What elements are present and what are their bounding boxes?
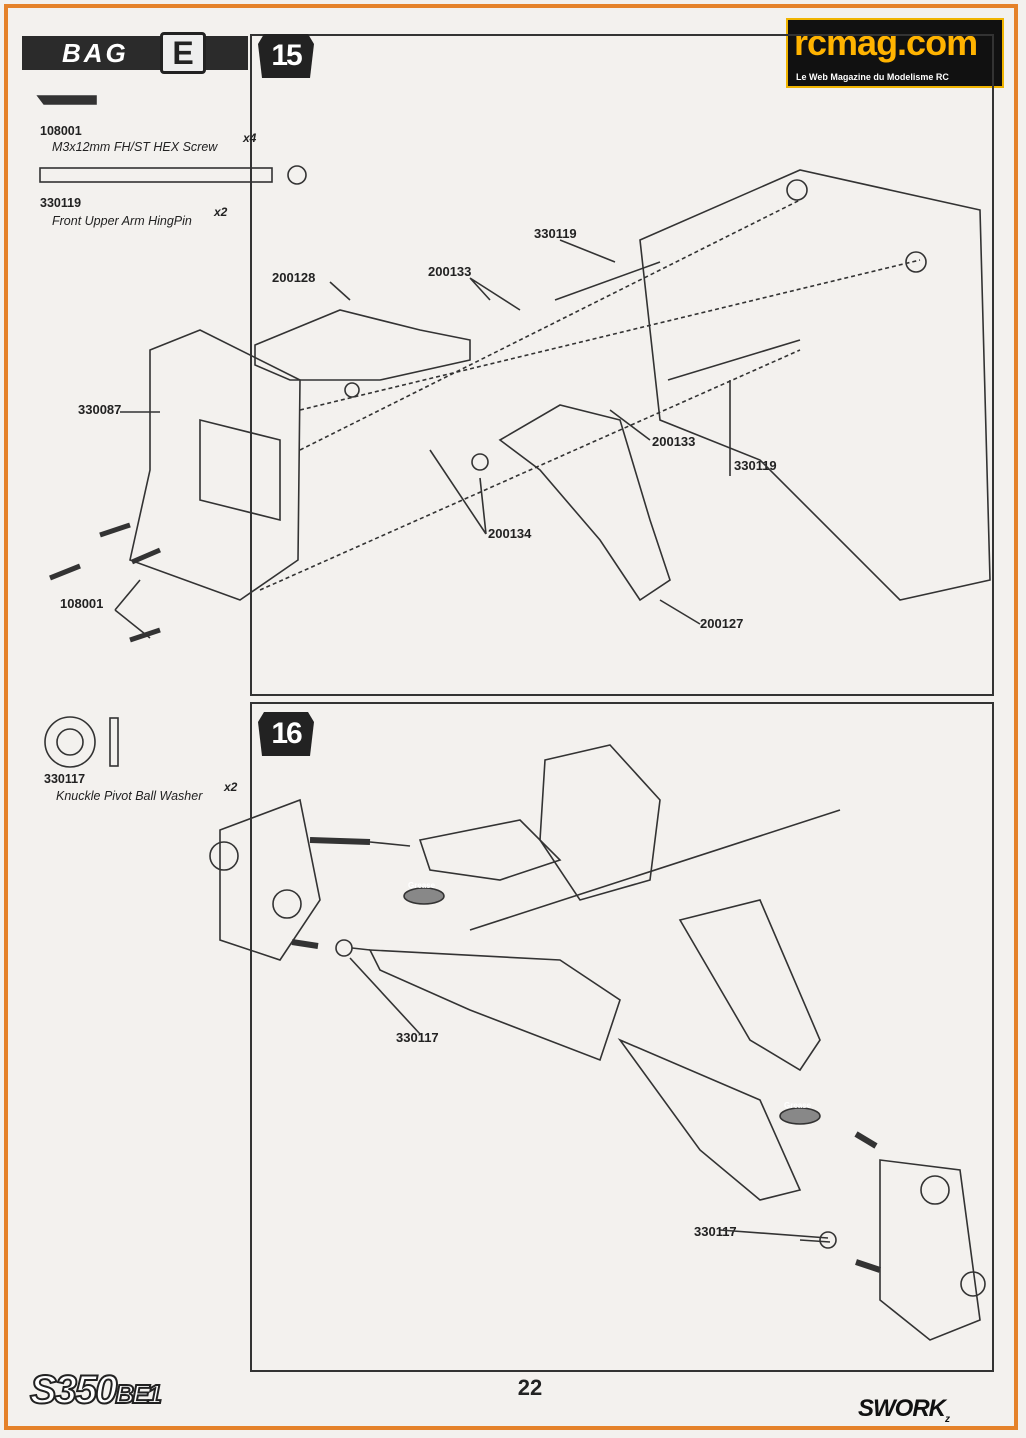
knuckle-bearing: [272, 889, 302, 919]
lower-arm-right: [617, 1038, 802, 1201]
maker-suffix: z: [945, 1413, 950, 1425]
step16-panel: [250, 702, 994, 1372]
legend-part-desc: Front Upper Arm HingPin: [52, 214, 192, 228]
leader-line: [719, 1229, 829, 1239]
bag-letter-badge: E: [160, 32, 206, 74]
legend-part-number: 108001: [40, 124, 82, 138]
assembly-arrow: [369, 841, 411, 847]
guide-line: [299, 259, 921, 411]
screw: [99, 522, 131, 538]
screw-glyph: [36, 95, 97, 105]
screw: [131, 547, 161, 565]
leader-line: [329, 281, 351, 301]
shock-tower: [129, 329, 301, 601]
leader-line: [609, 409, 651, 441]
guide-line: [259, 349, 801, 591]
leader-line: [559, 239, 616, 263]
washer-hole-glyph: [56, 728, 84, 756]
hinge-pin-glyph: [39, 167, 273, 183]
legend-part-desc: M3x12mm FH/ST HEX Screw: [52, 140, 218, 154]
ball-end: [905, 251, 927, 273]
page-border: [4, 4, 1018, 1430]
rcmag-logo: rcmag.com Le Web Magazine du Modelisme R…: [786, 18, 1004, 88]
grease-jar: [779, 1107, 821, 1125]
maker-logo: SWORKz: [858, 1395, 950, 1425]
step15-panel: [250, 34, 994, 696]
upper-arm: [254, 309, 471, 381]
upper-arm-right: [678, 899, 821, 1072]
lower-arm: [498, 404, 671, 602]
axle-hub: [209, 841, 239, 871]
rcmag-brand: rcmag.com: [794, 22, 978, 63]
model-version: BE1: [114, 1378, 163, 1410]
pivot-ball: [855, 1259, 881, 1273]
callout-330117: 330117: [396, 1030, 439, 1045]
bushing: [344, 382, 360, 398]
pivot-washer: [819, 1231, 837, 1249]
model-name: S350: [29, 1367, 118, 1413]
pivot-ball: [291, 939, 319, 949]
step15-number: 15: [271, 39, 302, 72]
callout-200133: 200133: [652, 434, 696, 449]
assembly-arrow: [351, 947, 371, 951]
step16-badge: 16: [258, 712, 314, 756]
callout-330119: 330119: [534, 226, 577, 241]
legend-part-qty: x2: [224, 780, 238, 794]
steering-knuckle-right: [879, 1159, 981, 1341]
legend-part-desc: Knuckle Pivot Ball Washer: [56, 789, 203, 803]
step16-number: 16: [271, 717, 302, 750]
hinge-pin-line: [667, 339, 801, 381]
callout-200127: 200127: [700, 616, 744, 631]
grease-jar: [403, 887, 445, 905]
axle-hub: [960, 1271, 986, 1297]
pivot-ball: [854, 1131, 878, 1149]
legend-part-qty: x2: [214, 205, 228, 219]
screw: [49, 563, 81, 581]
pin-end-glyph: [287, 165, 307, 185]
upper-arm-assembled: [418, 819, 562, 881]
bag-header-bar: [22, 36, 248, 70]
leader-line: [429, 449, 487, 535]
leader-line: [349, 957, 421, 1035]
step-badge-shape: [258, 712, 314, 756]
shock-tower-cutout: [199, 418, 281, 522]
bushing: [471, 453, 489, 471]
callout-330119: 330119: [734, 458, 777, 473]
leader-line: [469, 277, 521, 311]
bag-label: BAG: [62, 38, 129, 68]
grease-label: Grease: [408, 881, 436, 890]
legend-part-number: 330119: [40, 196, 82, 210]
maker-name: SWORK: [858, 1395, 946, 1422]
guide-line: [299, 199, 801, 451]
model-logo: S350BE1: [29, 1367, 163, 1413]
callout-200128: 200128: [272, 270, 316, 285]
callout-330087: 330087: [78, 402, 122, 417]
grease-label: Grease: [784, 1101, 812, 1110]
rcmag-tagline: Le Web Magazine du Modelisme RC: [796, 72, 949, 82]
steering-knuckle-left: [219, 798, 321, 961]
leader-line: [114, 579, 151, 639]
legend-part-number: 330117: [44, 772, 86, 786]
step-badge-shape: [258, 34, 314, 78]
ball-end: [786, 179, 808, 201]
pivot-ball: [309, 837, 371, 845]
washer-glyph: [44, 716, 96, 768]
shock-tower-front: [539, 744, 661, 901]
pivot-washer: [335, 939, 353, 957]
assembly-arrow: [799, 1239, 831, 1243]
page-number: 22: [517, 1375, 543, 1400]
step15-badge: 15: [258, 34, 314, 78]
callout-200134: 200134: [488, 526, 532, 541]
chassis-block: [639, 169, 991, 601]
callout-200133: 200133: [428, 264, 472, 279]
steering-rod: [469, 809, 841, 931]
legend-part-qty: x4: [243, 131, 257, 145]
leader-line: [659, 599, 701, 625]
callout-330117: 330117: [694, 1224, 737, 1239]
knuckle-bearing: [920, 1175, 950, 1205]
washer-side-glyph: [109, 717, 119, 767]
callout-108001: 108001: [60, 596, 104, 611]
lower-arm-assembled: [368, 949, 621, 1062]
